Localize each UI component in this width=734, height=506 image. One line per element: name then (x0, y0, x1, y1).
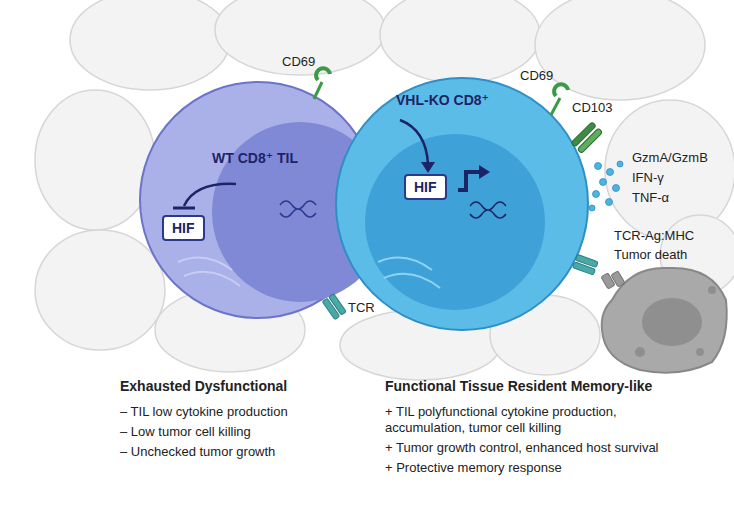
hif-label: HIF (172, 220, 195, 236)
marker-label: CD69 (520, 68, 553, 84)
column-item: + Protective memory response (385, 460, 675, 476)
tumor-cells (35, 0, 734, 380)
cytokine-label: IFN-γ (632, 170, 664, 186)
column-heading: Functional Tissue Resident Memory-like (385, 378, 675, 396)
column-heading: Exhausted Dysfunctional (120, 378, 370, 396)
vhl-ko-cell: VHL-KO CD8⁺ HIF (336, 78, 588, 330)
dying-tumor-cell (601, 268, 727, 373)
marker-label: CD103 (572, 100, 612, 116)
vhl-ko-cell (336, 78, 603, 330)
column-item: – Unchecked tumor growth (120, 444, 370, 460)
marker-label: CD69 (282, 54, 315, 70)
hif-box: HIF (404, 174, 447, 200)
column-item: – Low tumor cell killing (120, 424, 370, 440)
cell-title: VHL-KO CD8⁺ (396, 92, 489, 108)
wt-cell: WT CD8⁺ TIL HIF (140, 82, 376, 318)
cytokine-dots (589, 161, 623, 211)
cytokine-label: GzmA/GzmB (632, 150, 708, 166)
column-item: + Tumor growth control, enhanced host su… (385, 440, 675, 456)
column-item: + TIL polyfunctional cytokine production… (385, 404, 647, 437)
hif-label: HIF (414, 179, 437, 195)
interaction-label: TCR-Ag:MHC (614, 228, 694, 244)
cell-title: WT CD8⁺ TIL (212, 150, 298, 166)
column-item: – TIL low cytokine production (120, 404, 370, 420)
marker-label: TCR (348, 300, 375, 316)
hif-box: HIF (162, 215, 205, 241)
interaction-label: Tumor death (614, 247, 687, 263)
cytokine-label: TNF-α (632, 190, 669, 206)
